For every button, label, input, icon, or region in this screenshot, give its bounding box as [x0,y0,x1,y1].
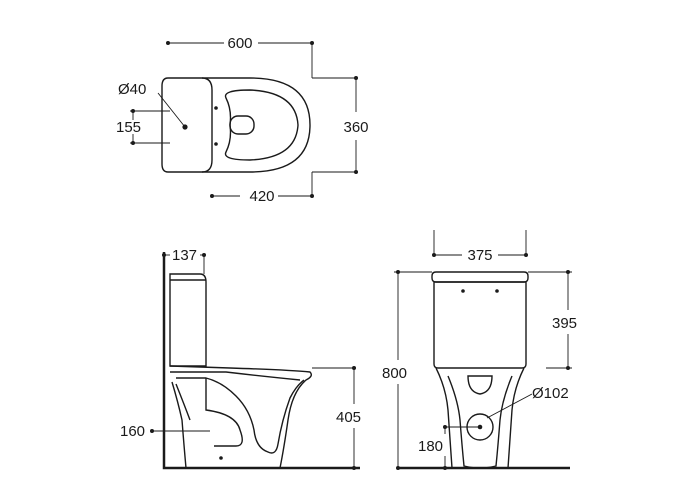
dimension-label: Ø102 [532,385,569,402]
dimension-label: Ø40 [118,81,146,98]
top-view: 600 360 420 Ø40 [116,35,369,205]
dimension-seat-height: 405 [312,366,361,470]
dimension-overall-length: 600 [166,35,314,78]
top-view-bowl-outer [202,77,311,173]
front-view-tank-lid [431,271,529,283]
dimension-label: 160 [120,423,145,440]
front-view-tank [433,281,527,369]
dimension-label: 180 [418,438,443,455]
side-view-tank [169,273,207,367]
dimension-label: 375 [467,247,492,264]
dimension-label: 405 [336,409,361,426]
top-view-tank [161,77,213,173]
dimension-tank-height: 395 [528,270,577,370]
top-view-outlet [229,115,255,135]
dimension-outlet-height: 160 [120,423,210,440]
dimension-label: 155 [116,119,141,136]
dimension-bowl-length: 420 [210,172,314,205]
dimension-label: 600 [227,35,252,52]
dimension-outlet-diameter: Ø102 [486,385,569,419]
top-view-mount-hole [214,142,218,146]
dimension-label: 420 [249,188,274,205]
dimension-label: 360 [343,119,368,136]
dimension-overall-width: 360 [312,76,369,174]
side-view-bowl [169,365,313,469]
front-view: 375 800 395 Ø102 [382,230,577,470]
wall-and-floor [162,252,360,470]
dimension-total-height: 800 [382,270,432,470]
top-view-bowl-inner [224,89,299,161]
dimension-tank-depth: 137 [162,247,206,274]
dimension-label: 137 [172,247,197,264]
dimension-inlet-diameter: Ø40 [118,81,186,128]
dimension-outlet-center-height: 180 [418,425,480,470]
dimension-label: 395 [552,315,577,332]
side-view: 137 160 405 [120,247,361,470]
dimension-tank-width: 375 [432,230,528,264]
dimension-inlet-offset: 155 [116,109,170,145]
top-view-mount-hole [214,106,218,110]
dimension-label: 800 [382,365,407,382]
front-view-pedestal [435,367,525,469]
